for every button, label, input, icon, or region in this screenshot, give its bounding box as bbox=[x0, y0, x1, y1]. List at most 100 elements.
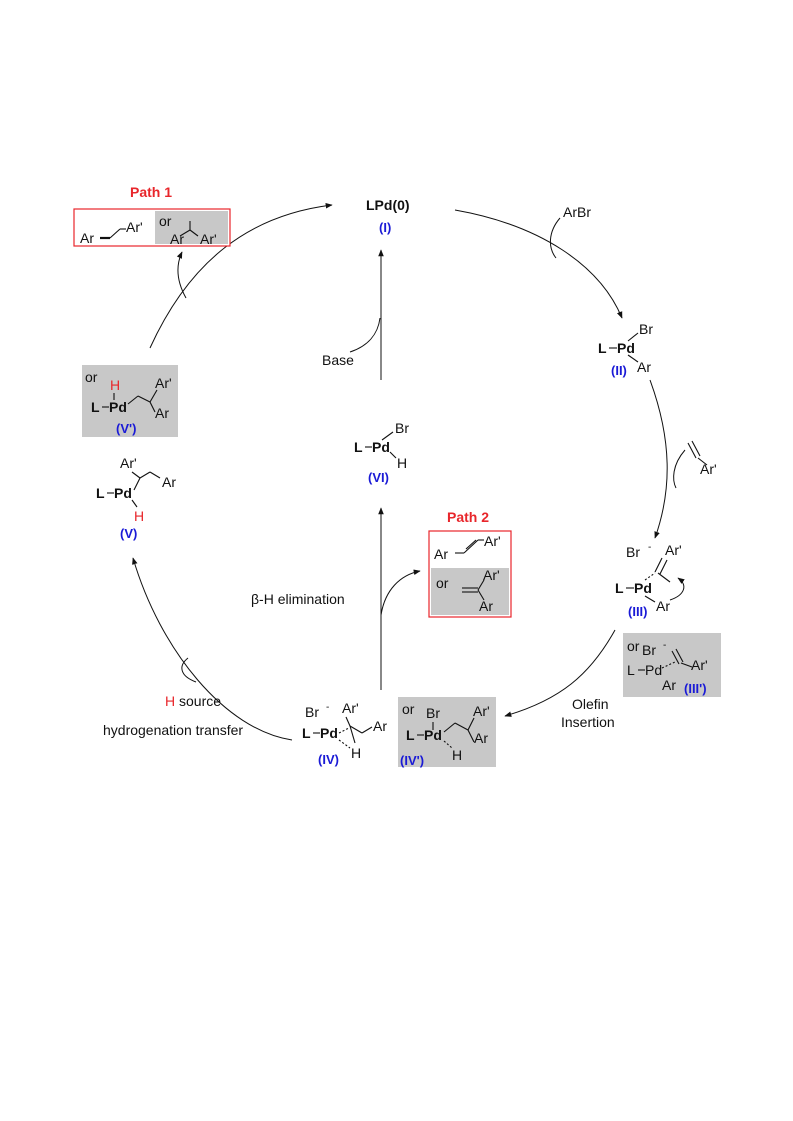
iv-prime-ar: Ar bbox=[474, 730, 488, 746]
intermediate-VI: Br L Pd H (VI) bbox=[354, 420, 409, 485]
catalyst-formula: LPd(0) bbox=[366, 197, 410, 213]
ii-number: (II) bbox=[611, 363, 627, 378]
path1-alt-box bbox=[155, 211, 228, 244]
v-pd: Pd bbox=[114, 485, 132, 501]
v-prime-L: L bbox=[91, 399, 100, 415]
step-insertion-label: Insertion bbox=[561, 714, 615, 730]
base-out-arrow bbox=[349, 317, 381, 353]
path1-out-arrow bbox=[176, 251, 187, 299]
iii-prime-pd: Pd bbox=[645, 662, 662, 678]
v-prime-or: or bbox=[85, 369, 98, 385]
arc-IV-to-V bbox=[132, 557, 293, 741]
intermediate-III-prime: or Br - Ar' L Pd Ar (III') bbox=[623, 633, 721, 697]
path2-title: Path 2 bbox=[447, 509, 489, 525]
path1-ar: Ar bbox=[80, 230, 94, 246]
iii-pd: Pd bbox=[634, 580, 652, 596]
arbr-in-arrow bbox=[550, 217, 561, 259]
v-L: L bbox=[96, 485, 105, 501]
iii-prime-L: L bbox=[627, 662, 635, 678]
iii-prime-br: Br bbox=[642, 642, 656, 658]
iii-ar: Ar bbox=[656, 598, 670, 614]
intermediate-V-prime: or H L Pd Ar' Ar (V') bbox=[82, 365, 178, 437]
path1-alt-ar-prime: Ar' bbox=[200, 231, 217, 247]
h-source-h: H bbox=[165, 693, 175, 709]
arc-III-to-IV bbox=[504, 629, 616, 717]
olefin-ar-prime: Ar' bbox=[700, 461, 717, 477]
iv-prime-h: H bbox=[452, 747, 462, 763]
catalyst-number: (I) bbox=[379, 220, 391, 235]
arc-II-to-III bbox=[649, 379, 668, 539]
v-prime-h: H bbox=[110, 377, 120, 393]
iv-pd: Pd bbox=[320, 725, 338, 741]
h-source-in-arrow bbox=[181, 657, 197, 683]
iv-br: Br bbox=[305, 704, 319, 720]
path1-products: Path 1 Ar Ar' or Ar Ar' bbox=[73, 184, 231, 247]
beta-h-elimination-label: β-H elimination bbox=[251, 591, 345, 607]
v-prime-ar-prime: Ar' bbox=[155, 375, 172, 391]
iv-h: H bbox=[351, 745, 361, 761]
iv-prime-ar-prime: Ar' bbox=[473, 703, 490, 719]
iii-prime-box bbox=[623, 633, 721, 697]
iv-L: L bbox=[302, 725, 311, 741]
path2-ar: Ar bbox=[434, 546, 448, 562]
vi-number: (VI) bbox=[368, 470, 389, 485]
olefin-reagent: Ar' bbox=[687, 440, 717, 477]
path2-alt-ar-prime: Ar' bbox=[483, 567, 500, 583]
iii-L: L bbox=[615, 580, 624, 596]
iii-number: (III) bbox=[628, 604, 648, 619]
path1-ar-prime: Ar' bbox=[126, 219, 143, 235]
path1-alt-ar: Ar bbox=[170, 231, 184, 247]
intermediate-II: Br L Pd Ar (II) bbox=[598, 321, 653, 378]
hydrogenation-transfer-label: hydrogenation transfer bbox=[103, 722, 243, 738]
step-olefin-label: Olefin bbox=[572, 696, 609, 712]
vi-h: H bbox=[397, 455, 407, 471]
path2-or: or bbox=[436, 575, 449, 591]
ii-L: L bbox=[598, 340, 607, 356]
iii-charge: - bbox=[648, 542, 651, 553]
v-prime-box bbox=[82, 365, 178, 437]
iv-prime-box bbox=[398, 697, 496, 767]
base-label: Base bbox=[322, 352, 354, 368]
iv-prime-br: Br bbox=[426, 705, 440, 721]
iii-prime-or: or bbox=[627, 638, 640, 654]
v-prime-number: (V') bbox=[116, 421, 136, 436]
arc-V-to-I bbox=[149, 202, 333, 349]
iii-prime-ar: Ar bbox=[662, 677, 676, 693]
intermediate-III: Br - Ar' L Pd Ar (III) bbox=[615, 542, 685, 619]
iv-charge: - bbox=[326, 702, 329, 713]
iii-prime-charge: - bbox=[663, 640, 666, 651]
ii-br: Br bbox=[639, 321, 653, 337]
intermediate-IV: Br - Ar' Ar L Pd H (IV) bbox=[302, 700, 387, 767]
iv-prime-pd: Pd bbox=[424, 727, 442, 743]
olefin-in-arrow bbox=[673, 449, 686, 489]
path2-out-arrow bbox=[380, 569, 421, 616]
ii-pd: Pd bbox=[617, 340, 635, 356]
iii-br: Br bbox=[626, 544, 640, 560]
iii-prime-number: (III') bbox=[684, 681, 707, 696]
v-ar: Ar bbox=[162, 474, 176, 490]
iv-ar: Ar bbox=[373, 718, 387, 734]
path2-products: Path 2 Ar Ar' or Ar' Ar bbox=[428, 509, 512, 618]
arbr-label: ArBr bbox=[563, 204, 591, 220]
vi-L: L bbox=[354, 439, 363, 455]
vi-br: Br bbox=[395, 420, 409, 436]
h-source-label: H source bbox=[165, 693, 221, 709]
path1-title: Path 1 bbox=[130, 184, 172, 200]
v-ar-prime: Ar' bbox=[120, 455, 137, 471]
iii-ar-prime: Ar' bbox=[665, 542, 682, 558]
ii-ar: Ar bbox=[637, 359, 651, 375]
v-prime-ar: Ar bbox=[155, 405, 169, 421]
iv-ar-prime: Ar' bbox=[342, 700, 359, 716]
path1-or: or bbox=[159, 213, 172, 229]
path2-ar-prime: Ar' bbox=[484, 533, 501, 549]
arc-I-to-II bbox=[454, 209, 623, 319]
iv-number: (IV) bbox=[318, 752, 339, 767]
iii-prime-ar-prime: Ar' bbox=[691, 657, 708, 673]
iv-prime-or: or bbox=[402, 701, 415, 717]
v-prime-pd: Pd bbox=[109, 399, 127, 415]
v-number: (V) bbox=[120, 526, 137, 541]
intermediate-IV-prime: or Br L Pd Ar' Ar H (IV') bbox=[398, 697, 496, 768]
iv-prime-number: (IV') bbox=[400, 753, 424, 768]
path2-alt-ar: Ar bbox=[479, 598, 493, 614]
